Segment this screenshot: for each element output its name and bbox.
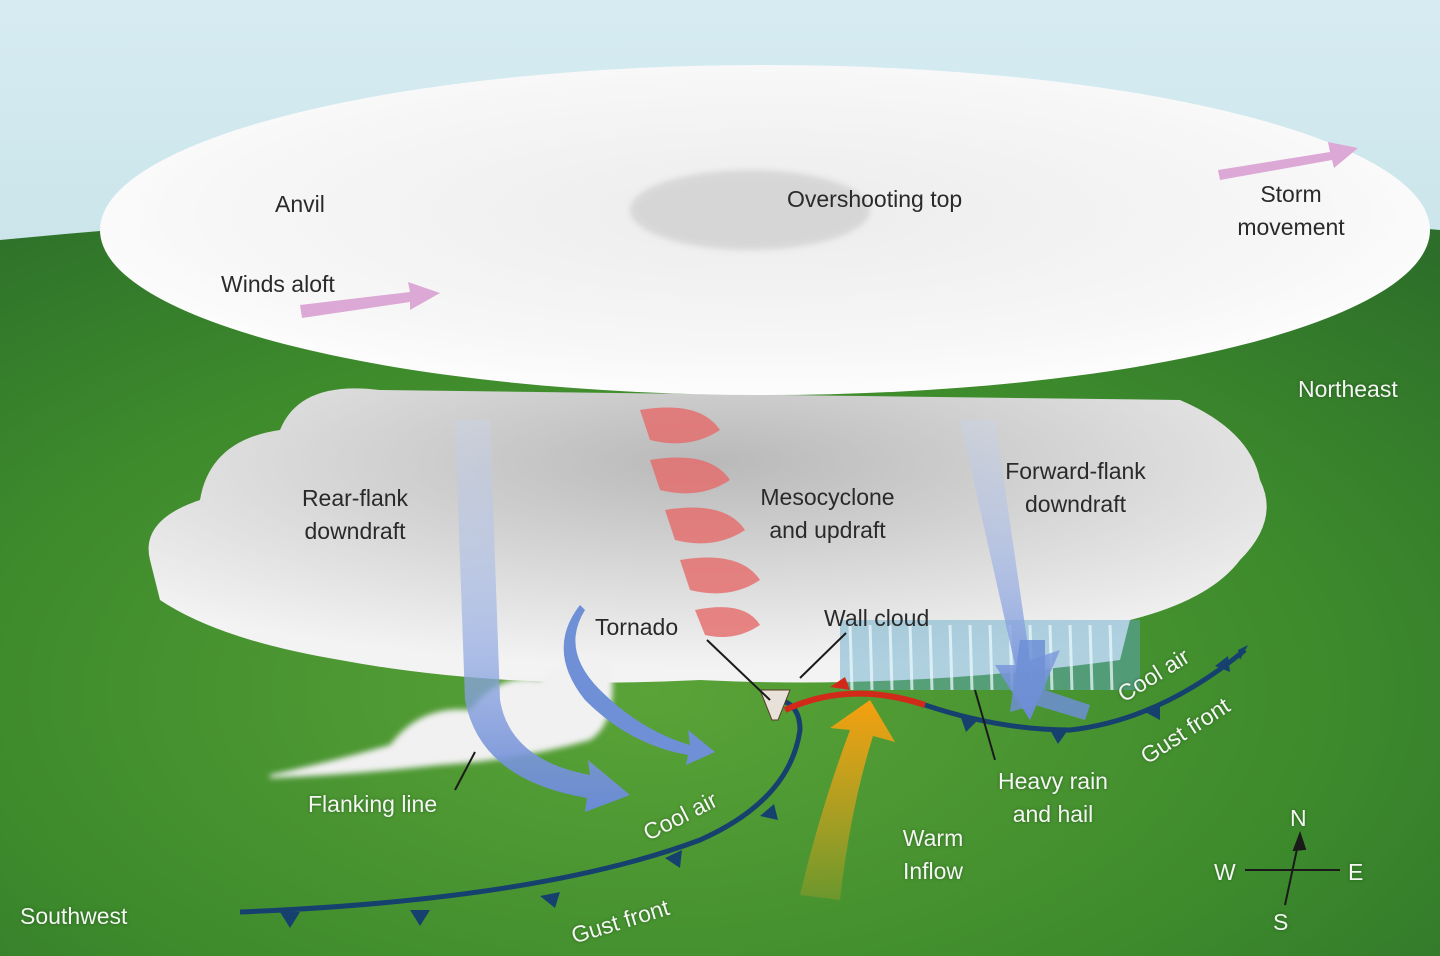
label-forward-flank-downdraft: Forward-flank downdraft [988, 455, 1163, 521]
gust-front-right [924, 648, 1247, 733]
label-northeast: Northeast [1298, 376, 1398, 402]
warm-front-bump [830, 677, 850, 690]
label-southwest: Southwest [20, 903, 128, 929]
label-winds-aloft: Winds aloft [221, 271, 335, 297]
label-heavy-rain-line2: and hail [1012, 801, 1094, 827]
mesocyclone-spiral [640, 407, 760, 638]
flanking-line-cloud [270, 653, 613, 778]
label-rear-flank-line1: Rear-flank [301, 485, 409, 511]
label-rear-flank-downdraft: Rear-flank downdraft [290, 482, 420, 548]
overshooting-top-shade [630, 170, 870, 250]
label-forward-flank-line2: downdraft [1024, 491, 1126, 517]
rear-flank-curl-arrow [563, 605, 715, 765]
compass-s: S [1273, 909, 1289, 935]
label-warm-inflow-line1: Warm [902, 825, 964, 851]
label-flanking-line: Flanking line [308, 791, 438, 817]
compass-w: W [1214, 859, 1236, 885]
label-storm-movement-line1: Storm [1260, 181, 1322, 207]
label-mesocyclone-updraft: Mesocyclone and updraft [745, 481, 910, 547]
label-warm-inflow: Warm Inflow [893, 822, 973, 888]
label-rear-flank-line2: downdraft [304, 518, 406, 544]
label-warm-inflow-line2: Inflow [902, 858, 964, 884]
label-heavy-rain-hail: Heavy rain and hail [983, 765, 1123, 831]
storm-movement-arrow [1218, 142, 1358, 180]
compass-n: N [1290, 805, 1307, 831]
warm-inflow-arrow [800, 700, 895, 900]
label-forward-flank-line1: Forward-flank [1005, 458, 1146, 484]
pointer-lines [454, 632, 996, 791]
label-wall-cloud: Wall cloud [824, 605, 930, 631]
label-mesocyclone-line2: and updraft [769, 517, 886, 543]
label-storm-movement: Storm movement [1228, 178, 1354, 244]
gust-front-right-barbs [960, 645, 1248, 744]
gust-front-left-barbs [280, 804, 778, 928]
forward-flank-curl-arrow [1010, 640, 1090, 720]
rear-flank-downdraft-arrow [455, 420, 630, 812]
label-storm-movement-line2: movement [1237, 214, 1345, 240]
label-overshooting-top: Overshooting top [787, 186, 963, 212]
compass-e: E [1348, 859, 1364, 885]
rain-shaft [840, 620, 1140, 691]
warm-front-segment [783, 690, 926, 713]
winds-aloft-arrow [300, 282, 440, 318]
label-tornado: Tornado [595, 614, 679, 640]
label-anvil: Anvil [275, 191, 325, 217]
gust-front-left [239, 697, 803, 915]
forward-flank-downdraft-arrow [960, 420, 1060, 720]
compass-rose [1245, 831, 1340, 906]
label-mesocyclone-line1: Mesocyclone [760, 484, 895, 510]
label-heavy-rain-line1: Heavy rain [998, 768, 1108, 794]
